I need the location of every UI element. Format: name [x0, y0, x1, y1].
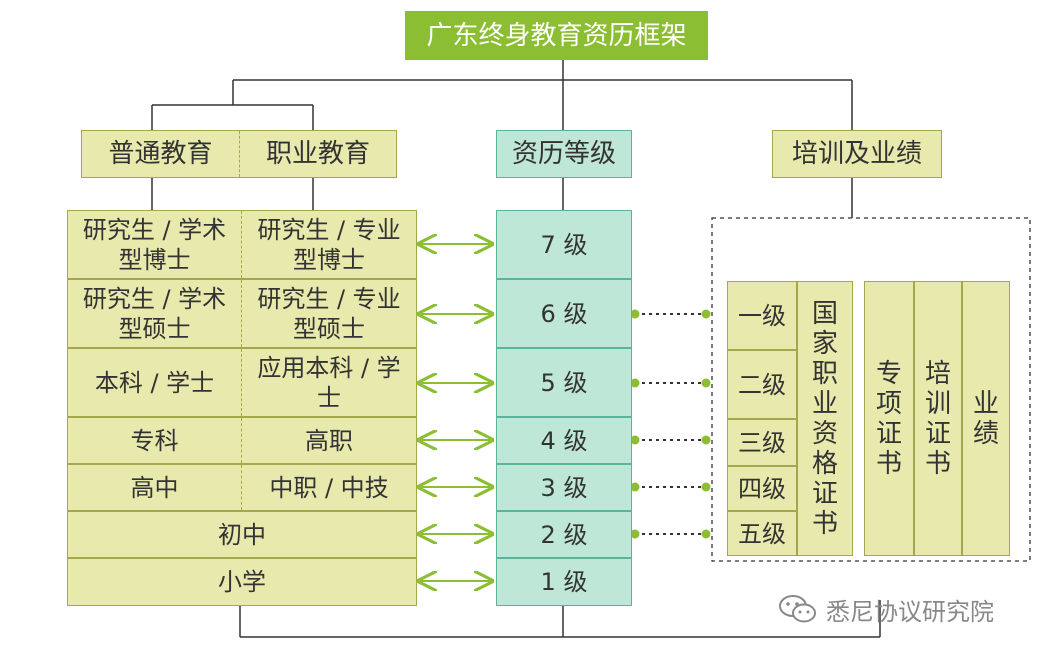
level-2: 2 级	[496, 511, 632, 558]
general-cell-7: 研究生 / 学术型博士	[68, 211, 242, 278]
vocational-cell-6: 研究生 / 专业型硕士	[257, 284, 401, 343]
special-cert-box: 专项证书	[864, 281, 914, 556]
education-table: 研究生 / 学术型博士 研究生 / 专业型博士 研究生 / 学术型硕士 研究生 …	[67, 210, 417, 606]
equivalence-arrows	[421, 244, 490, 581]
tree-lines	[151, 60, 881, 638]
achievement-label: 业绩	[972, 388, 999, 449]
training-cert-box: 培训证书	[914, 281, 962, 556]
level-3: 3 级	[496, 464, 632, 511]
merged-cell-1: 小学	[67, 558, 417, 606]
general-cell-5: 本科 / 学士	[68, 349, 242, 416]
table-row-6: 研究生 / 学术型硕士 研究生 / 专业型硕士	[67, 279, 417, 348]
wechat-icon	[779, 595, 816, 623]
level-7: 7 级	[496, 210, 632, 279]
training-cert-label: 培训证书	[924, 358, 951, 479]
vocational-cell-4: 高职	[305, 426, 353, 455]
national-cert-label: 国家职业资格证书	[811, 298, 838, 539]
vocational-cell-3: 中职 / 中技	[269, 473, 389, 502]
training-enclosure	[711, 217, 1031, 562]
dotted-links	[635, 313, 706, 535]
link-dots	[630, 309, 711, 539]
table-row-7: 研究生 / 学术型博士 研究生 / 专业型博士	[67, 210, 417, 279]
header-general-education: 普通教育	[82, 131, 240, 177]
level-column: 7 级 6 级 5 级 4 级 3 级 2 级 1 级	[496, 210, 632, 606]
level-6: 6 级	[496, 279, 632, 348]
national-cert-label-box: 国家职业资格证书	[797, 281, 853, 556]
special-cert-label: 专项证书	[875, 358, 902, 479]
vocational-cell-5: 应用本科 / 学士	[257, 353, 401, 412]
level-4: 4 级	[496, 417, 632, 464]
general-cell-3: 高中	[68, 465, 242, 510]
table-row-4: 专科 高职	[67, 417, 417, 464]
cert-grade-column: 一级 二级 三级 四级 五级	[727, 281, 797, 556]
table-row-5: 本科 / 学士 应用本科 / 学士	[67, 348, 417, 417]
table-row-3: 高中 中职 / 中技	[67, 464, 417, 511]
watermark-text: 悉尼协议研究院	[826, 597, 994, 626]
level-5: 5 级	[496, 348, 632, 417]
header-vocational-education: 职业教育	[265, 139, 370, 169]
cert-grade-2: 二级	[727, 350, 797, 419]
watermark: 悉尼协议研究院	[778, 591, 1038, 627]
cert-grade-3: 三级	[727, 419, 797, 466]
cert-grade-4: 四级	[727, 466, 797, 511]
level-1: 1 级	[496, 558, 632, 606]
merged-cell-2: 初中	[67, 511, 417, 558]
achievement-box: 业绩	[962, 281, 1010, 556]
general-cell-4: 专科	[68, 418, 242, 463]
header-training: 培训及业绩	[772, 130, 942, 178]
general-cell-6: 研究生 / 学术型硕士	[68, 280, 242, 347]
vocational-cell-7: 研究生 / 专业型博士	[257, 215, 401, 274]
header-levels: 资历等级	[496, 130, 632, 178]
cert-grade-1: 一级	[727, 281, 797, 350]
education-header: 普通教育 职业教育	[81, 130, 397, 178]
cert-grade-5: 五级	[727, 511, 797, 556]
framework-title: 广东终身教育资历框架	[405, 11, 708, 60]
